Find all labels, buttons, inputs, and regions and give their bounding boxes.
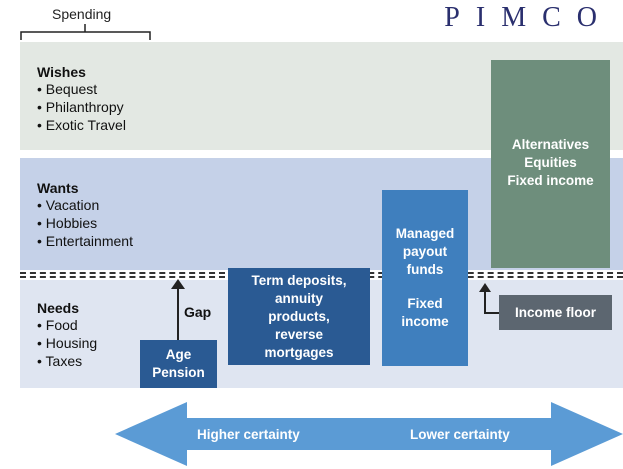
needs-title: Needs [37,300,80,316]
arrow-up-icon [171,279,185,289]
box-line: payout [402,244,448,259]
wants-list: Vacation Hobbies Entertainment [37,196,133,250]
list-item: Exotic Travel [37,116,126,134]
term-deposits-box: Term deposits, annuity products, reverse… [228,268,370,365]
lower-certainty-label: Lower certainty [410,427,510,442]
box-line: products, [268,308,330,324]
list-item: Food [37,316,97,334]
list-item: Housing [37,334,97,352]
wishes-title: Wishes [37,64,86,80]
gap-label: Gap [184,304,212,320]
box-line: Term deposits, [251,272,347,288]
double-arrow-shape [115,402,623,466]
income-floor-box: Income floor [499,295,612,330]
list-item: Philanthropy [37,98,126,116]
arrow-up-icon [479,283,491,292]
certainty-double-arrow: Higher certainty Lower certainty [115,402,623,466]
box-line: Managed [395,226,455,241]
box-line: mortgages [264,344,334,360]
box-line: reverse [274,326,324,342]
list-item: Entertainment [37,232,133,250]
floor-arrow-line [484,312,499,314]
box-line: Alternatives [511,137,590,152]
box-line: Age [165,347,192,362]
box-line: Income floor [514,304,596,320]
box-line: income [401,314,449,329]
list-item: Vacation [37,196,133,214]
spending-label: Spending [52,6,112,22]
list-item: Taxes [37,352,97,370]
list-item: Bequest [37,80,126,98]
managed-payout-box: Managed payout funds Fixed income [382,190,468,366]
higher-certainty-label: Higher certainty [197,427,300,442]
needs-list: Food Housing Taxes [37,316,98,370]
box-line: annuity [274,290,323,306]
box-line: Pension [152,365,205,380]
alternatives-box: Alternatives Equities Fixed income [491,60,610,268]
floor-arrow-line [484,289,486,314]
pimco-logo: PIMCO [444,2,613,33]
wishes-list: Bequest Philanthropy Exotic Travel [37,80,126,134]
wants-title: Wants [37,180,79,196]
spending-bracket [20,24,151,40]
box-line: Fixed income [507,173,594,188]
box-line: Equities [524,155,577,170]
list-item: Hobbies [37,214,133,232]
box-line: Fixed [407,296,443,311]
box-line: funds [406,262,444,277]
age-pension-box: Age Pension [140,340,217,388]
gap-arrow-line [177,285,179,340]
